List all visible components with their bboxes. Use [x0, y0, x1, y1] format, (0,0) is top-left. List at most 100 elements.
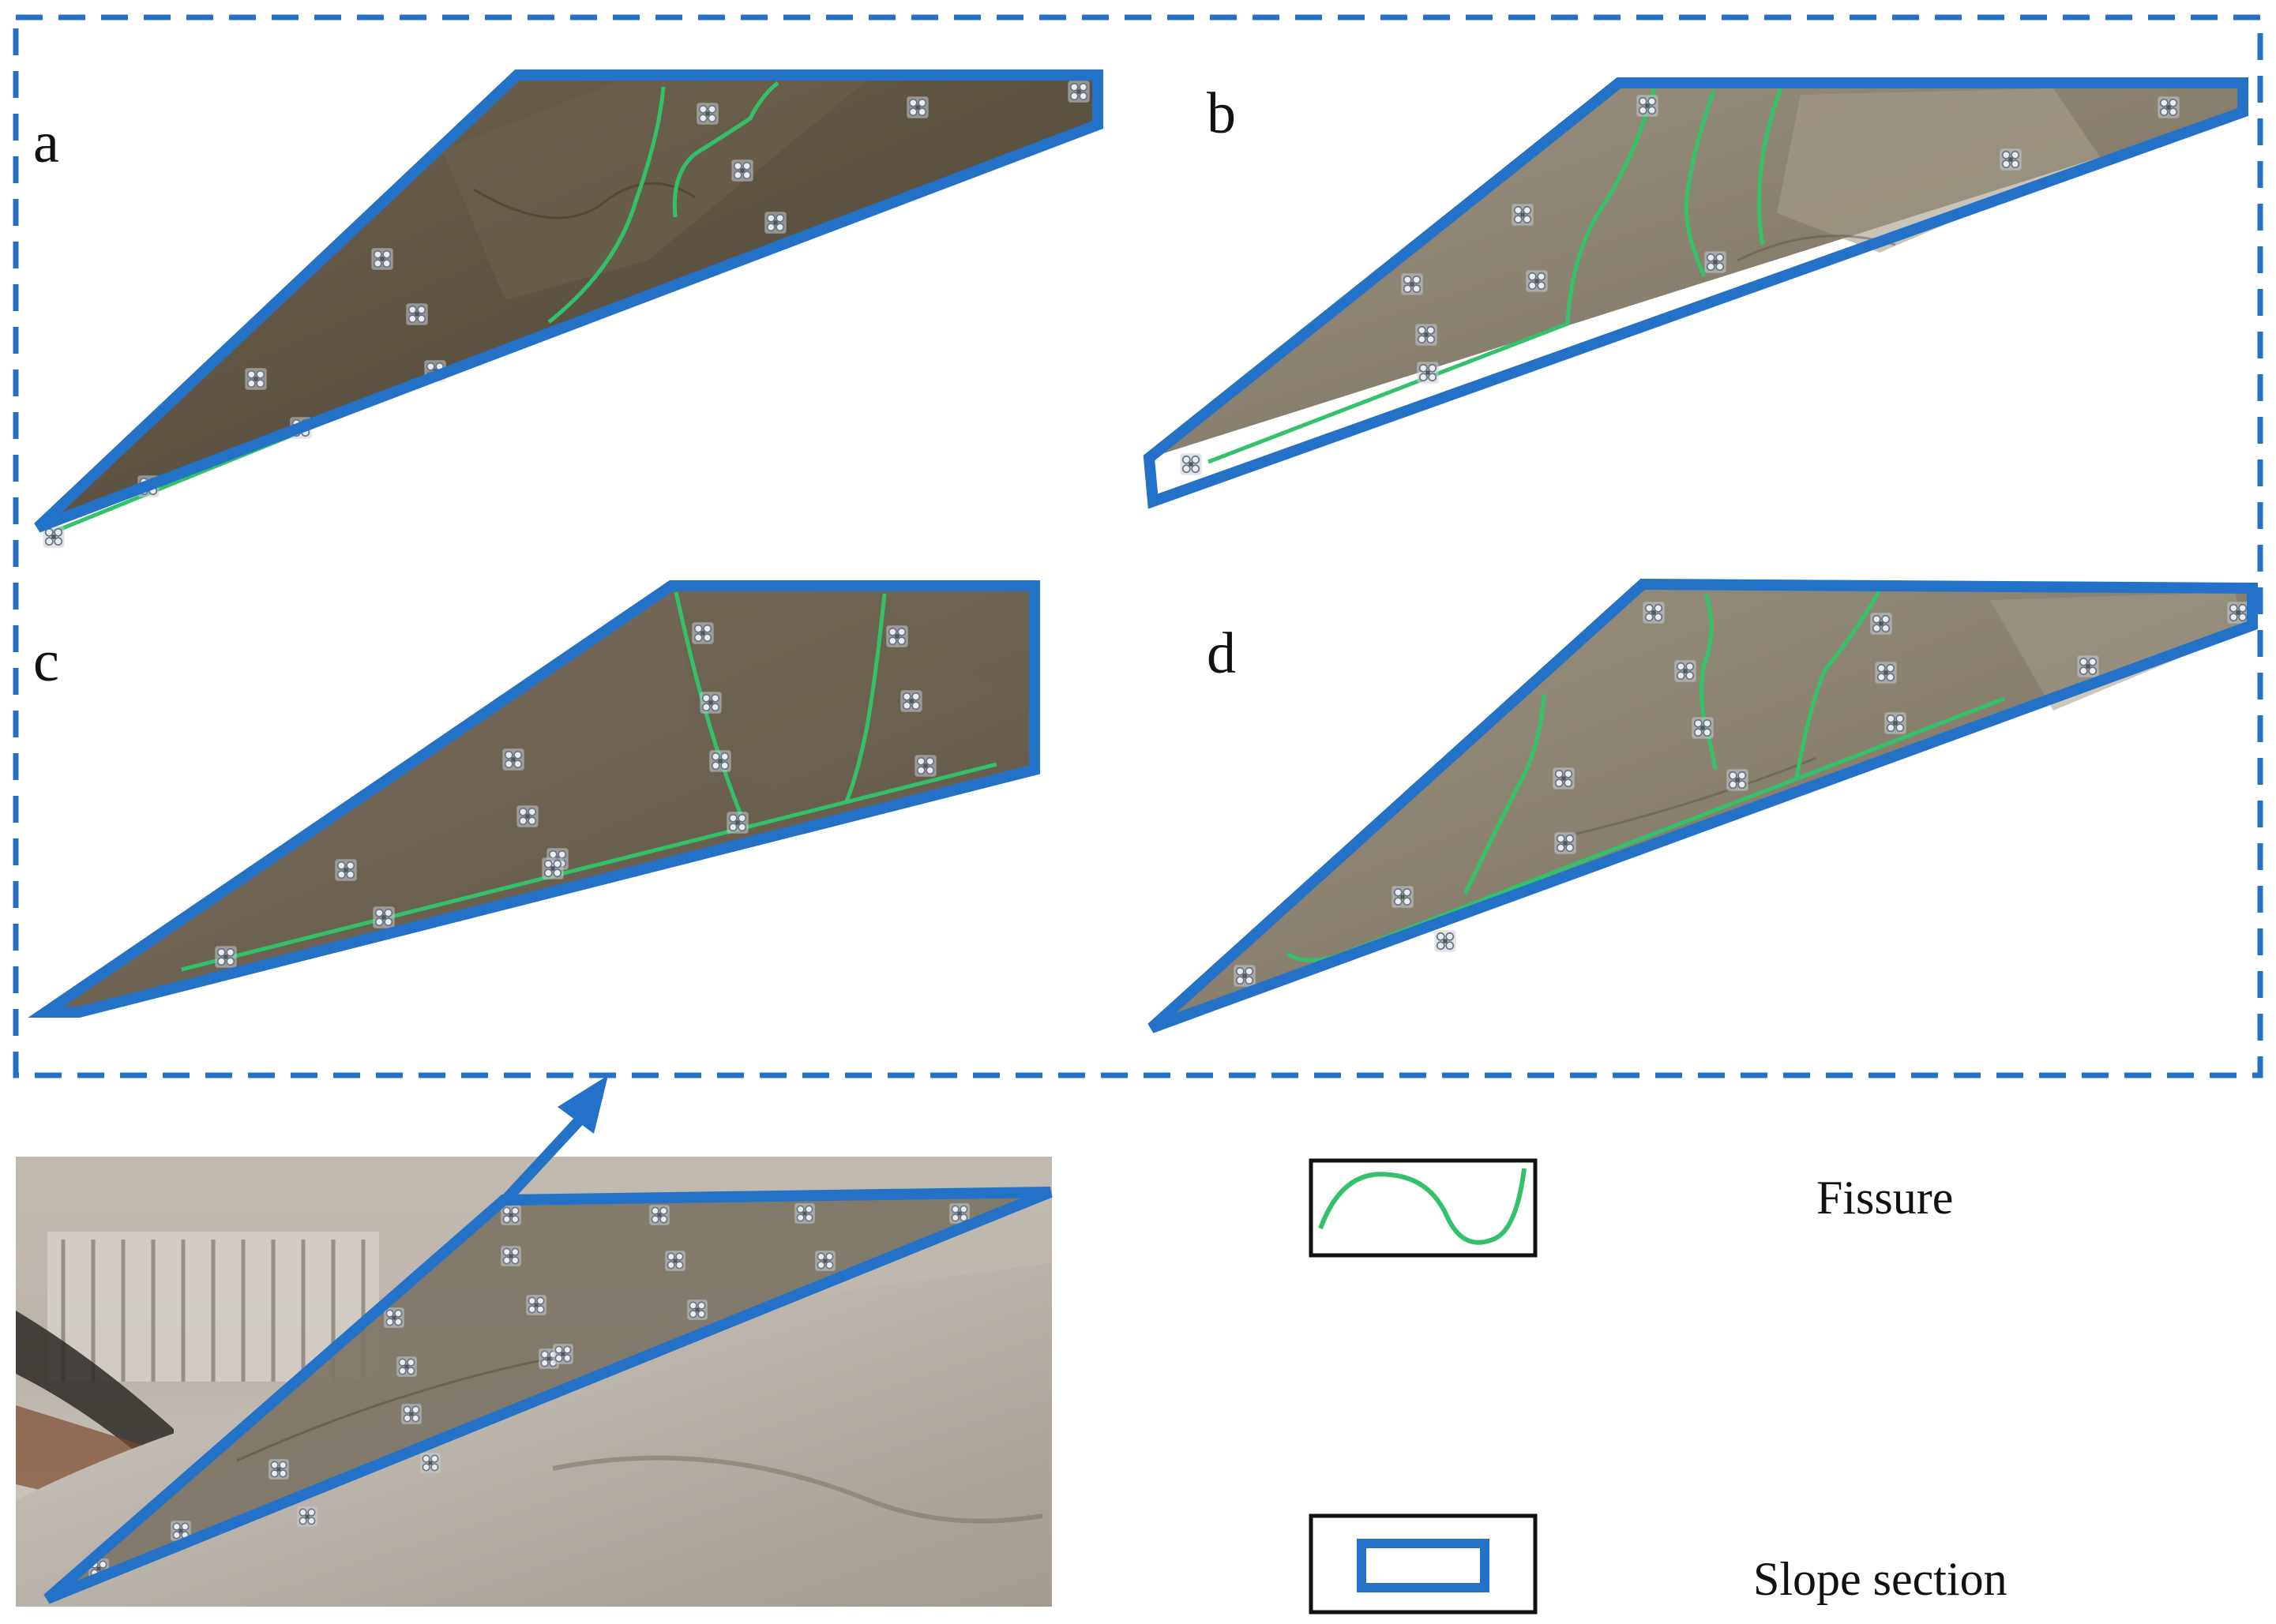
- panel-b-texture: [1777, 88, 2101, 253]
- marker-icon: [764, 211, 787, 234]
- panel-b-letter: b: [1207, 81, 1236, 146]
- panel-a-soil: [38, 75, 1098, 527]
- slope-section-swatch-icon: [1357, 1539, 1489, 1592]
- panel-d-soil: [1151, 584, 2252, 1028]
- panel-a-slope-outline: [34, 69, 1103, 533]
- fissure-c2: [674, 591, 746, 823]
- marker-icon: [1552, 767, 1576, 790]
- fissure-b2: [1684, 90, 1716, 278]
- panel-d-texture: [1990, 592, 2243, 711]
- marker-icon: [1874, 661, 1898, 684]
- marker-icon: [1433, 929, 1457, 953]
- detail-frame: [13, 14, 2263, 1078]
- marker-icon: [500, 1204, 522, 1226]
- marker-icon: [1553, 831, 1577, 855]
- panel-c-slope-outline: [28, 580, 1040, 1018]
- marker-icon: [334, 858, 358, 882]
- marker-icon: [1673, 659, 1697, 683]
- legend: Fissure Slope section: [1309, 1158, 2007, 1615]
- ground-mound: [16, 1263, 1052, 1607]
- marker-icon: [900, 689, 923, 713]
- legend-slope-section: Slope section: [1309, 1513, 2007, 1615]
- marker-icon: [885, 624, 909, 648]
- marker-icon: [730, 159, 754, 182]
- marker-icon: [396, 1356, 418, 1378]
- marker-icon: [500, 1245, 522, 1267]
- marker-icon: [2226, 601, 2250, 624]
- marker-icon: [501, 748, 525, 771]
- marker-icon: [525, 1294, 547, 1316]
- marker-icon: [708, 749, 732, 773]
- fissure-b3: [1757, 88, 1783, 246]
- marker-icon: [814, 1250, 836, 1272]
- panel-c-texture: [679, 600, 1027, 797]
- fissure-b1: [1207, 86, 1657, 464]
- marker-icon: [914, 754, 937, 778]
- marker-icon: [2076, 654, 2100, 678]
- panel-a: a: [33, 69, 1103, 549]
- panel-d-letter: d: [1207, 621, 1236, 686]
- overview-photo: [16, 1075, 1053, 1607]
- legend-fissure-label: Fissure: [1816, 1172, 1953, 1224]
- legend-slope-box: [1309, 1513, 1538, 1615]
- marker-icon: [1416, 361, 1440, 384]
- fissure-c3: [844, 593, 887, 802]
- marker-icon: [516, 804, 539, 828]
- marker-icon: [244, 367, 268, 391]
- marker-icon: [1233, 964, 1256, 988]
- panel-c: c: [28, 580, 1040, 1018]
- marker-icon: [1525, 269, 1549, 293]
- marker-icon: [405, 302, 429, 326]
- marker-icon: [1726, 768, 1749, 792]
- zoom-arrow-icon: [501, 1075, 608, 1204]
- marker-icon: [1999, 148, 2022, 171]
- fissure-swatch-icon: [1318, 1168, 1527, 1245]
- marker-icon: [2157, 96, 2180, 119]
- panel-d-slope-outline: [1147, 578, 2258, 1033]
- legend-slope-section-label: Slope section: [1753, 1553, 2007, 1605]
- legend-fissure-box: [1309, 1158, 1538, 1258]
- marker-icon: [372, 906, 396, 929]
- marker-icon: [691, 621, 715, 645]
- marker-icon: [726, 811, 749, 835]
- dark-pipe: [16, 1311, 174, 1484]
- panel-a-texture: [442, 79, 869, 300]
- marker-icon: [1400, 272, 1424, 296]
- panel-b-slope-outline: [1143, 77, 2248, 509]
- marker-icon: [1691, 716, 1715, 740]
- panel-b: b: [1143, 77, 2248, 509]
- marker-icon: [541, 857, 565, 880]
- legend-fissure: Fissure: [1309, 1158, 1953, 1258]
- marker-icon: [1884, 711, 1907, 735]
- marker-icon: [664, 1250, 686, 1272]
- fissure-c1: [181, 762, 997, 972]
- fissure-d2: [1463, 694, 1546, 895]
- panel-c-letter: c: [33, 629, 59, 694]
- fissure-a2: [547, 86, 666, 324]
- marker-icon: [1179, 452, 1203, 476]
- marker-icon: [400, 1403, 423, 1425]
- marker-icon: [1642, 601, 1666, 624]
- marker-icon: [1414, 323, 1438, 347]
- marker-icon: [1869, 612, 1893, 636]
- fissure-d3: [1699, 593, 1718, 771]
- marker-icon: [686, 1299, 708, 1321]
- marker-icon: [1703, 250, 1727, 274]
- panel-d: d: [1147, 578, 2258, 1033]
- marker-icon: [1391, 885, 1414, 909]
- marker-icon: [794, 1202, 816, 1225]
- marker-icon: [906, 96, 930, 119]
- overview-slope-outline: [43, 1187, 1053, 1604]
- marker-icon: [419, 1452, 441, 1474]
- fissure-a3: [672, 81, 779, 218]
- panel-a-letter: a: [33, 111, 59, 175]
- marker-icon: [696, 102, 719, 126]
- marker-icon: [648, 1204, 670, 1226]
- marker-icon: [552, 1343, 574, 1365]
- marker-icon: [1067, 80, 1091, 103]
- marker-icon: [1511, 203, 1534, 227]
- marker-icon: [296, 1506, 318, 1528]
- marker-icon: [268, 1458, 290, 1480]
- marker-icon: [1636, 94, 1659, 118]
